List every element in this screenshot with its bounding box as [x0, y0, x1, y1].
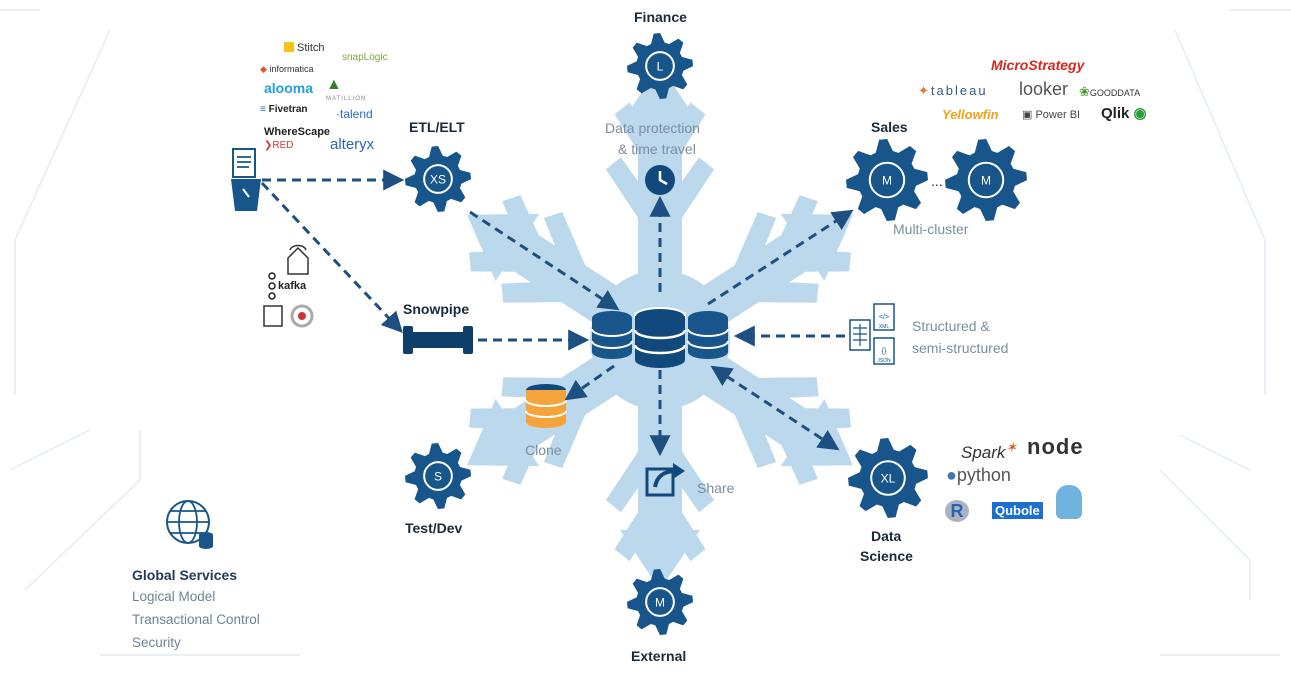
- snowpipe-icon: [403, 326, 473, 354]
- arm-down-left-branch-0-a: [543, 396, 594, 469]
- kafka-logo: kafka: [278, 280, 307, 292]
- arm-up-right-branch-0-a: [726, 211, 777, 284]
- svg-text:S: S: [434, 470, 442, 484]
- sales-ellipsis: ...: [931, 173, 943, 189]
- matillion-logo: ▲MATILLION: [326, 76, 367, 103]
- arrow-core-data-science: [710, 365, 840, 451]
- alteryx-logo: alteryx: [330, 136, 375, 153]
- decorative-frame: [0, 9, 1291, 656]
- stitch-logo: Stitch: [284, 42, 325, 54]
- clock-icon: [645, 165, 675, 195]
- sales-gear-icon-1: M: [846, 139, 928, 221]
- powerbi-logo: ▣ Power BI: [1022, 109, 1081, 121]
- arm-down-branch-0-b: [605, 435, 660, 513]
- wherescape-logo: WhereScape: [264, 126, 331, 138]
- microstrategy-logo: MicroStrategy: [991, 57, 1085, 73]
- node-logo: node: [1027, 434, 1084, 459]
- sales-label: Sales: [871, 119, 908, 135]
- informatica-logo: ◆ informatica: [260, 64, 314, 74]
- data-science-gear-icon: XL: [848, 438, 928, 518]
- global-services-title: Global Services: [132, 567, 238, 583]
- document-source-icon: [231, 148, 261, 211]
- arm-down-branch-1-b: [614, 495, 660, 562]
- arm-up-branch-0-a: [605, 157, 660, 235]
- svg-text:M: M: [882, 174, 892, 188]
- arm-up-left-branch-0-a: [501, 280, 582, 303]
- clone-text: Clone: [525, 442, 562, 458]
- global-services-icon: [166, 500, 213, 549]
- stream-sources-icon: [263, 244, 314, 328]
- share-icon: [645, 463, 685, 497]
- arrow-core-to-sales: [707, 209, 854, 306]
- qubole-logo: Qubole: [992, 502, 1043, 519]
- arm-down-branch-1-a: [660, 495, 706, 562]
- svg-text:</>: </>: [879, 314, 889, 321]
- talend-logo: ·talend: [336, 107, 373, 121]
- looker-logo: looker: [1019, 79, 1069, 99]
- etl-label: ETL/ELT: [409, 119, 465, 135]
- time-travel-text: & time travel: [618, 141, 696, 157]
- fivetran-logo: ≡ Fivetran: [260, 104, 308, 115]
- arm-down-left-branch-1-a: [502, 426, 548, 485]
- python-logo: ●python: [946, 465, 1011, 485]
- test-dev-gear-icon: S: [404, 442, 472, 510]
- arrow-core-to-clone: [564, 364, 615, 401]
- connector-arrows: [260, 169, 854, 457]
- yellowfin-logo: Yellowfin: [942, 107, 999, 122]
- share-text: Share: [697, 480, 735, 496]
- sales-gear-icon-2: M: [945, 139, 1027, 221]
- data-science-label-line1: Data: [871, 528, 902, 544]
- etl-gear-icon: XS: [404, 145, 472, 213]
- svg-text:M: M: [981, 174, 991, 188]
- alooma-logo: alooma: [264, 80, 314, 96]
- global-services-line-logical-model: Logical Model: [132, 589, 216, 604]
- structured-text-line1: Structured &: [912, 318, 990, 334]
- global-services-line-transactional-control: Transactional Control: [132, 612, 260, 627]
- spark-logo: Spark✶: [961, 439, 1018, 462]
- external-gear-icon: M: [626, 568, 694, 636]
- json-tag: JSON: [877, 358, 891, 364]
- structured-files-icon: </> {} XML JSON: [849, 303, 895, 365]
- external-label: External: [631, 648, 687, 664]
- qlik-logo: Qlik ◉: [1101, 105, 1147, 122]
- central-database-icon: [591, 307, 729, 368]
- arm-up-branch-1-a: [614, 102, 660, 169]
- structured-text-line2: semi-structured: [912, 340, 1009, 356]
- snowpipe-label: Snowpipe: [403, 301, 470, 317]
- test-dev-label: Test/Dev: [405, 520, 463, 536]
- wherescape-red-logo: ❯RED: [264, 140, 294, 151]
- svg-text:M: M: [655, 596, 665, 610]
- svg-text:{}: {}: [882, 348, 887, 355]
- arm-up-left-branch-0-b: [543, 211, 594, 284]
- gopher-icon: [1056, 485, 1082, 522]
- arm-up-right-branch-0-b: [738, 280, 819, 303]
- arm-down-right-branch-0-a: [738, 377, 819, 400]
- snaplogic-logo: snapLogic: [342, 52, 388, 63]
- arrow-source-to-snowpipe: [260, 181, 403, 334]
- arm-down-left-branch-1-b: [469, 408, 536, 430]
- multi-cluster-text: Multi-cluster: [893, 221, 969, 237]
- finance-gear-icon: L: [626, 32, 694, 100]
- r-logo: R: [945, 500, 969, 522]
- tableau-logo: ✦tableau: [918, 83, 988, 98]
- svg-text:XS: XS: [430, 173, 446, 187]
- gooddata-logo: ❀GOODDATA: [1079, 84, 1141, 99]
- arm-up-right-branch-1-a: [772, 195, 818, 254]
- clone-database-icon: [525, 384, 567, 428]
- arm-up-branch-0-b: [660, 157, 715, 235]
- arm-up-branch-1-b: [660, 102, 706, 169]
- arm-up-right-branch-1-b: [784, 250, 851, 272]
- arm-up-left-branch-1-a: [469, 250, 536, 272]
- svg-text:XL: XL: [881, 472, 896, 486]
- arm-up-left-branch-1-b: [502, 195, 548, 254]
- svg-text:L: L: [657, 60, 664, 74]
- data-science-label-line2: Science: [860, 548, 913, 564]
- arm-down-branch-0-a: [660, 435, 715, 513]
- finance-label: Finance: [634, 9, 687, 25]
- data-protection-text: Data protection: [605, 120, 700, 136]
- global-services-line-security: Security: [132, 635, 181, 650]
- xml-tag: XML: [879, 324, 890, 330]
